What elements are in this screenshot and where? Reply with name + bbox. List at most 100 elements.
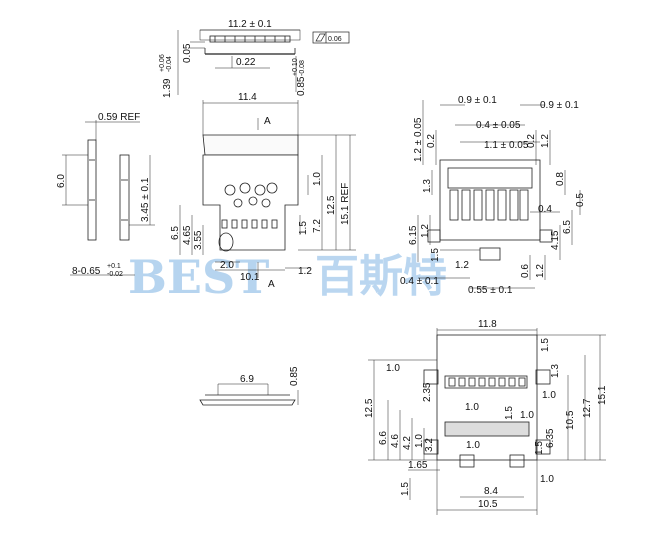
front-1-5: 1.5 <box>298 221 309 235</box>
side-view-body-right <box>119 154 130 241</box>
bottom-pin <box>478 377 486 387</box>
pcb-header <box>447 167 533 189</box>
front-15-1-ref: 15.1 REF <box>340 183 351 225</box>
bottom-corner-pad <box>535 439 551 455</box>
pcb-0-5: 0.5 <box>575 193 586 207</box>
height-tol-lower: -0.04 <box>166 56 173 72</box>
bottom-pin-row <box>444 375 528 389</box>
front-10-1: 10.1 <box>240 272 260 283</box>
profile-width-label: 6.9 <box>240 374 254 385</box>
pcb-0-9-a: 0.9 ± 0.1 <box>458 95 497 106</box>
profile-height-label: 0.85 <box>289 366 300 386</box>
front-view-contact <box>224 184 236 196</box>
pcb-1-2-r: 1.2 <box>540 134 551 148</box>
section-a-top: A <box>264 116 271 127</box>
pins-tol-upper: +0.1 <box>107 263 121 270</box>
pcb-6-15: 6.15 <box>408 225 419 245</box>
pcb-pad <box>473 189 483 221</box>
bottom-1-5-bl: 1.5 <box>400 482 411 496</box>
bottom-1-0-mid2: 1.0 <box>520 410 534 421</box>
bottom-11-8: 11.8 <box>478 319 497 330</box>
bottom-15-1: 15.1 <box>597 385 608 405</box>
bottom-4-2: 4.2 <box>402 436 413 450</box>
bottom-6-6: 6.6 <box>378 431 389 445</box>
side-height-label: 6.0 <box>56 174 67 188</box>
pcb-pad <box>485 189 495 221</box>
bottom-1-5-mid: 1.5 <box>504 406 515 420</box>
side-ref-label: 0.59 REF <box>98 112 140 123</box>
bottom-1-65: 1.65 <box>408 460 428 471</box>
bottom-1-5-r2: 1.5 <box>534 441 545 455</box>
bottom-1-0-br: 1.0 <box>540 474 554 485</box>
pcb-4-15: 4.15 <box>550 230 561 250</box>
pcb-pad <box>519 189 529 221</box>
front-view-contact <box>248 196 258 206</box>
profile-view <box>199 383 299 406</box>
front-view-body <box>202 154 299 251</box>
offset-tol-upper: +0.10 <box>292 58 299 76</box>
bottom-10-5-r: 10.5 <box>565 410 576 430</box>
side-view <box>62 120 155 276</box>
bottom-1-0-r: 1.0 <box>542 390 556 401</box>
bottom-1-0-tl: 1.0 <box>386 363 400 374</box>
top-view <box>177 29 350 95</box>
front-12-5: 12.5 <box>326 195 337 215</box>
bottom-1-0-c: 1.0 <box>466 440 480 451</box>
pcb-0-2-r1: 0.2 <box>526 134 537 148</box>
pcb-1-2-mid: 1.2 <box>455 260 469 271</box>
bottom-foot <box>459 454 475 468</box>
bottom-outline <box>436 334 538 461</box>
profile-body <box>199 399 296 406</box>
flatness-icon <box>315 33 326 42</box>
front-view-post <box>218 232 234 252</box>
front-7-2: 7.2 <box>312 219 323 233</box>
section-a-bottom: A <box>268 279 275 290</box>
front-view-contact <box>239 182 251 194</box>
pcb-bottom-pad <box>479 247 501 261</box>
side-thickness-label: 3.45 ± 0.1 <box>140 177 151 222</box>
pcb-side-pad <box>539 229 553 243</box>
front-view-top <box>202 134 299 156</box>
watermark: BEST 百斯特 <box>128 250 447 304</box>
bottom-corner-pad <box>423 369 439 385</box>
bottom-pin <box>518 377 526 387</box>
bottom-foot <box>509 454 525 468</box>
bottom-2-35: 2.35 <box>422 382 433 402</box>
bottom-1-0-l: 1.0 <box>414 434 425 448</box>
bottom-pin <box>468 377 476 387</box>
pitch-label: 0.22 <box>236 57 256 68</box>
bottom-pin <box>458 377 466 387</box>
front-view-pad <box>251 219 258 229</box>
bottom-pin <box>448 377 456 387</box>
bottom-layout-view <box>368 328 606 515</box>
flatness-box <box>312 31 350 44</box>
pcb-1-2-bot: 1.2 <box>535 264 546 278</box>
bottom-pin <box>498 377 506 387</box>
gap-label: 0.05 <box>182 43 193 63</box>
top-view-body <box>209 35 291 43</box>
flatness-value: 0.06 <box>328 36 342 43</box>
front-1-0: 1.0 <box>312 172 323 186</box>
offset-label: 0.85 <box>296 76 307 96</box>
pcb-0-2-left: 0.2 <box>426 134 437 148</box>
height-tol-upper: +0.06 <box>159 54 166 72</box>
front-3-55: 3.55 <box>193 230 204 250</box>
bottom-4-6: 4.6 <box>390 434 401 448</box>
pcb-outline <box>439 159 541 241</box>
side-view-body-left <box>87 139 97 241</box>
pcb-layout-view <box>417 100 581 289</box>
bottom-pin <box>488 377 496 387</box>
front-view-pad <box>271 219 278 229</box>
bottom-pin <box>508 377 516 387</box>
pcb-1-2-left: 1.2 <box>420 224 431 238</box>
bottom-10-5: 10.5 <box>478 499 498 510</box>
front-2-0: 2.0 <box>220 260 234 271</box>
bottom-8-4: 8.4 <box>484 486 498 497</box>
front-view-contact <box>254 184 266 196</box>
front-6-5: 6.5 <box>170 226 181 240</box>
front-4-65: 4.65 <box>182 225 193 245</box>
front-view-pad <box>221 219 228 229</box>
front-view-pad <box>261 219 268 229</box>
watermark-chinese: 百斯特 <box>315 251 447 302</box>
